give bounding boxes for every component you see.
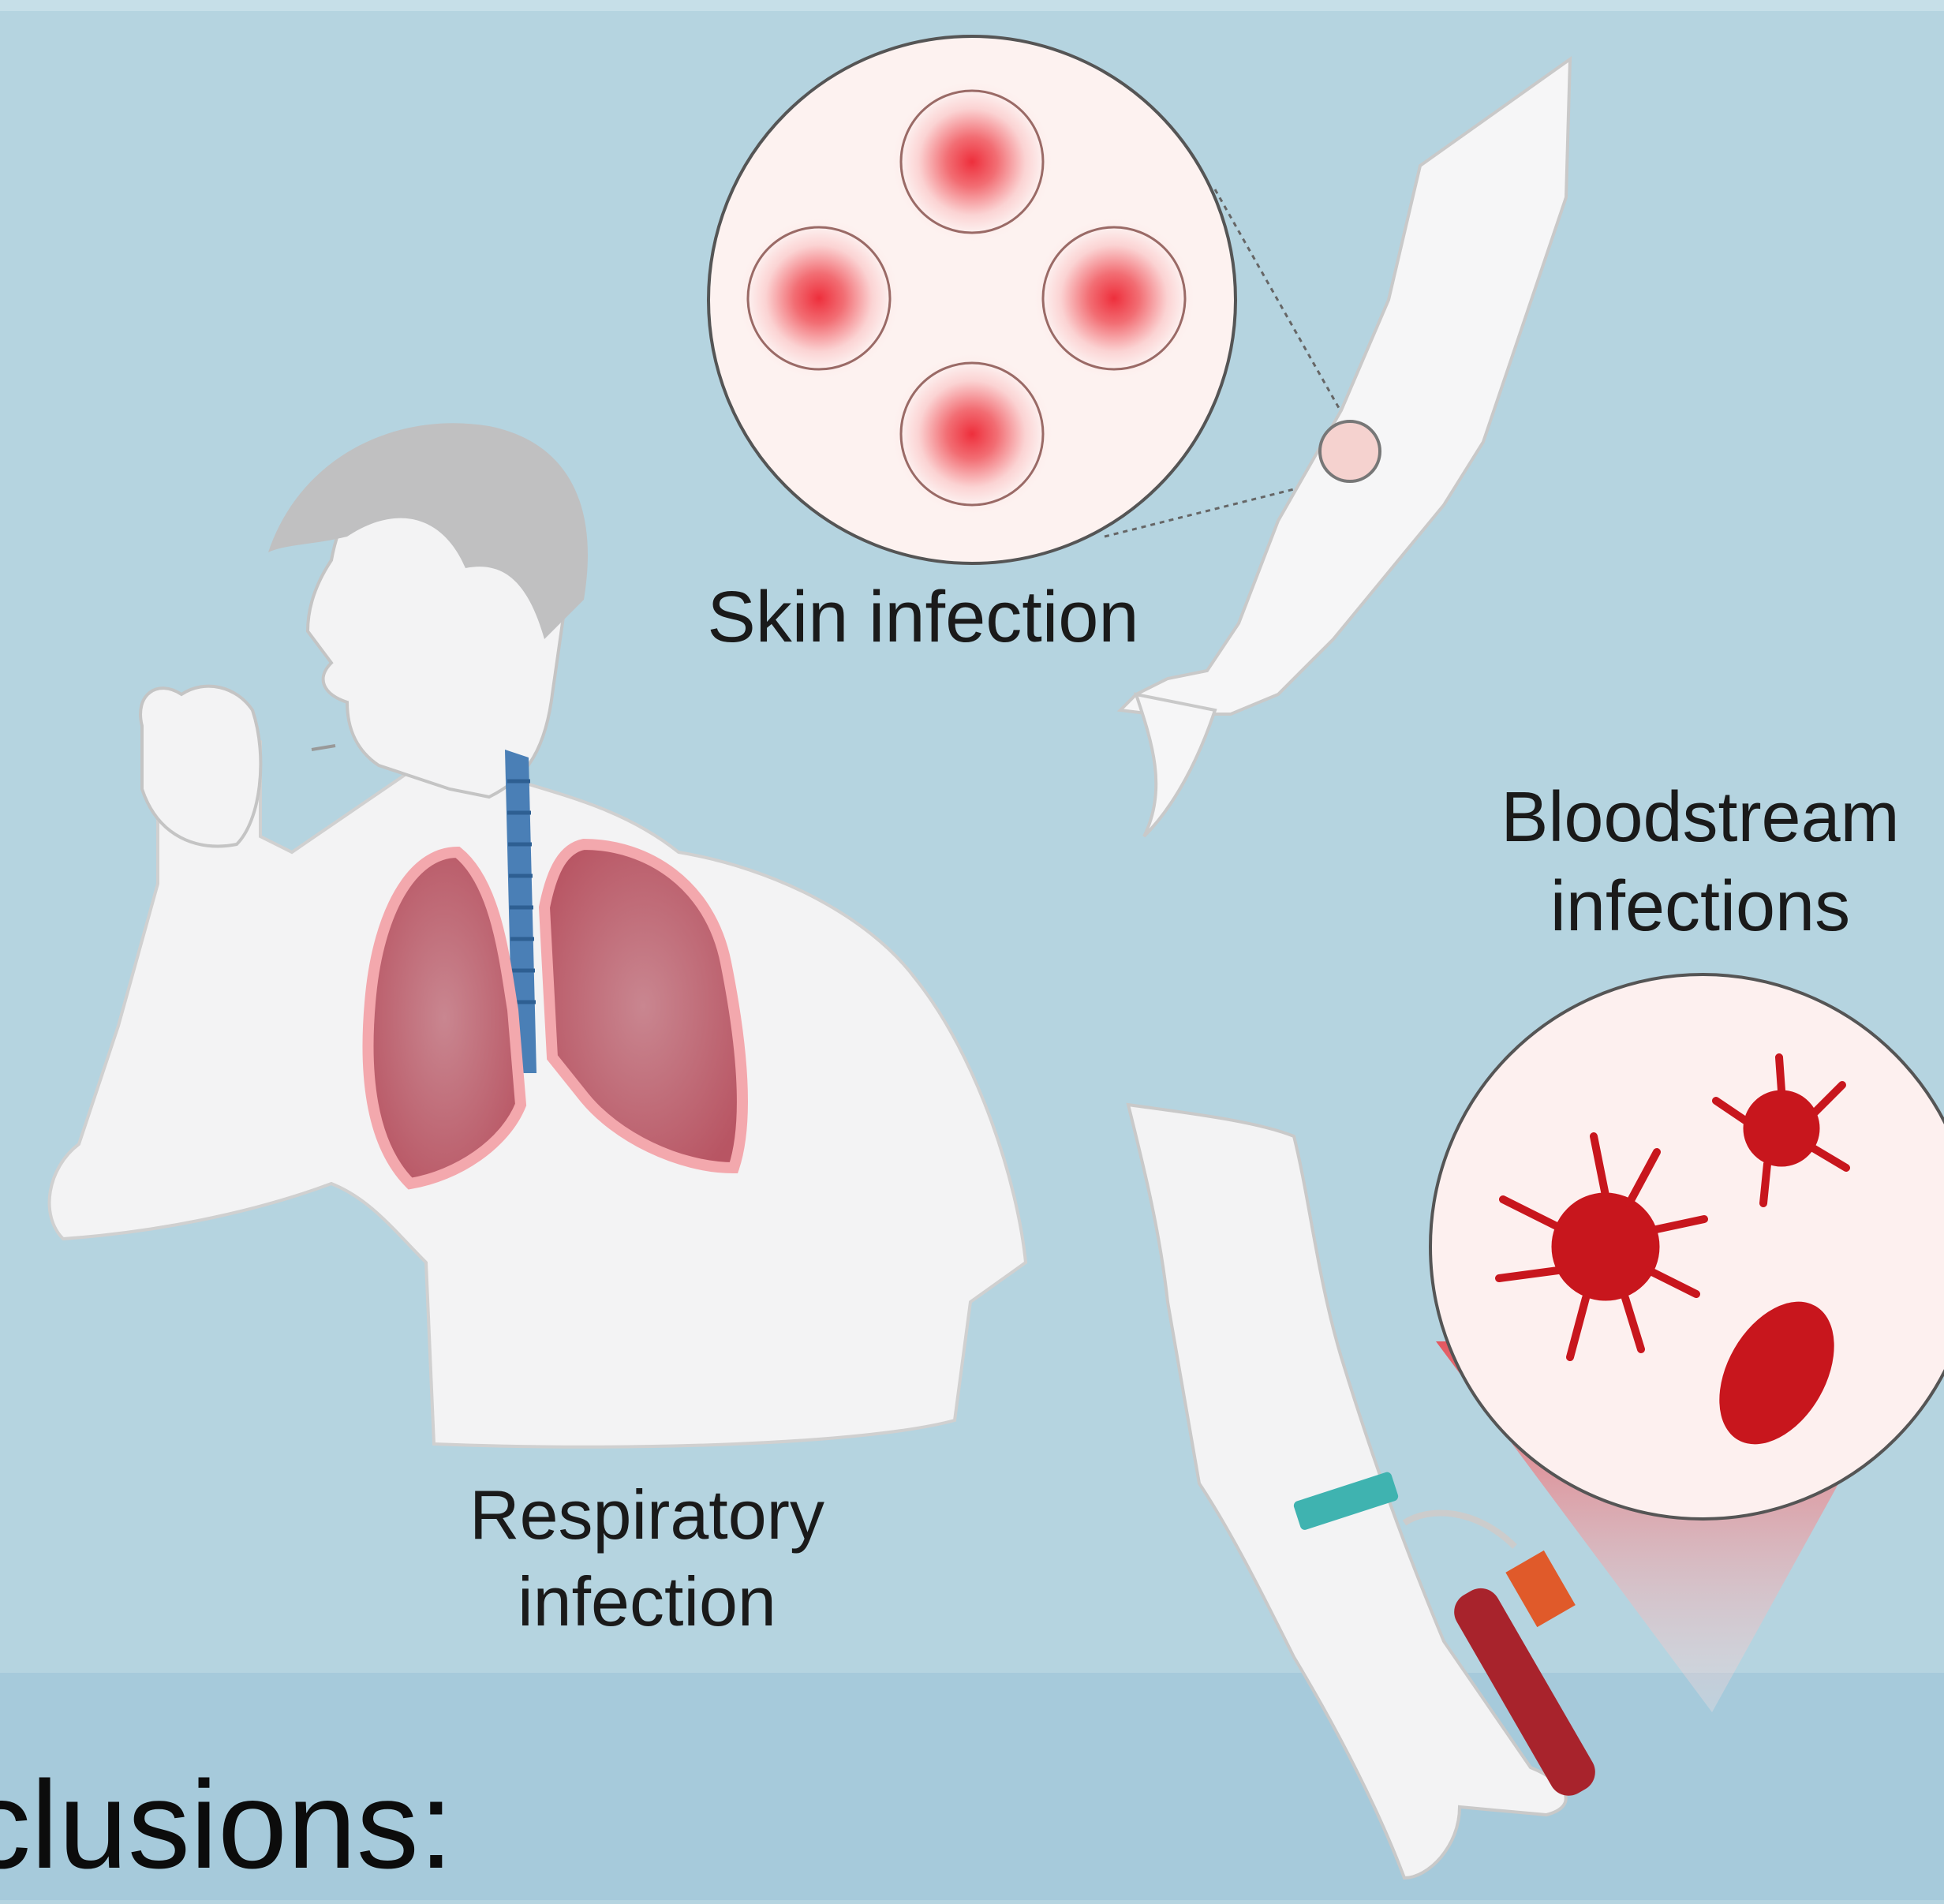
skin-lesion-bottom [889,351,1055,517]
blood-tube-line [1404,1513,1515,1547]
skin-lesion-left [736,215,902,381]
skin-lesion-top [889,79,1055,245]
blood-zoom-circle [1430,974,1944,1519]
respiratory-infection-label: Respiratory infection [410,1472,884,1645]
conclusions-heading: clusions: [0,1748,454,1904]
mouth [312,746,335,750]
skin-infection-spot [1320,421,1380,481]
respiratory-label-line2: infection [410,1558,884,1645]
skin-magnifier [708,36,1349,563]
bloodstream-label-line2: infections [1467,862,1933,952]
bloodstream-label-line1: Bloodstream [1467,773,1933,862]
bloodstream-infections-label: Bloodstream infections [1467,773,1933,951]
vial-cap-icon [1505,1551,1575,1627]
skin-infection-label: Skin infection [694,572,1152,663]
bloodstream-magnifier [1430,974,1944,1712]
skin-lesion-right [1031,215,1197,381]
respiratory-label-line1: Respiratory [410,1472,884,1558]
